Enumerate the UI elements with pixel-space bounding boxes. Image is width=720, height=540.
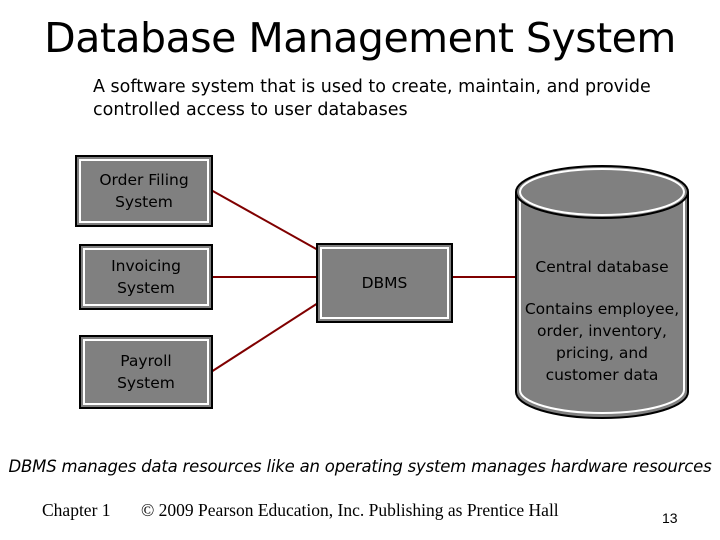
database-cylinder-icon (515, 165, 689, 419)
database-contents: Contains employee, order, inventory, pri… (524, 300, 680, 384)
dbms-box: DBMS (316, 243, 453, 323)
database-name: Central database (535, 258, 669, 276)
footer-copyright: © 2009 Pearson Education, Inc. Publishin… (141, 500, 559, 520)
slide-subtitle: A software system that is used to create… (93, 77, 651, 120)
footer-chapter: Chapter 1 (42, 500, 111, 520)
diagram-caption: DBMS manages data resources like an oper… (8, 457, 712, 476)
order-filing-system-label: Order Filing System (79, 159, 209, 223)
connector-order-filing-to-dbms (210, 189, 319, 251)
invoicing-system-label: Invoicing System (83, 248, 209, 306)
page-number: 13 (662, 510, 678, 526)
dbms-label: DBMS (320, 247, 449, 319)
payroll-system-label: Payroll System (83, 339, 209, 405)
order-filing-system-box: Order Filing System (75, 155, 213, 227)
connector-payroll-to-dbms (210, 302, 319, 373)
payroll-system-box: Payroll System (79, 335, 213, 409)
slide-title: Database Management System (44, 14, 676, 62)
invoicing-system-box: Invoicing System (79, 244, 213, 310)
